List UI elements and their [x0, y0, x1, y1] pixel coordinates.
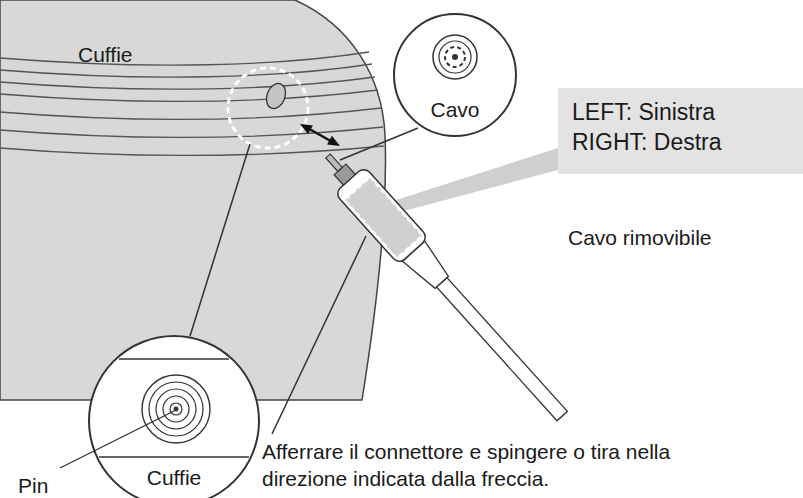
zoom-leader: [190, 144, 250, 336]
jack-hole: [263, 81, 289, 112]
cable-connector: [313, 143, 577, 430]
instruction-note: Afferrare il connettore e spingere o tir…: [262, 438, 672, 493]
part-name: Cavo rimovibile: [568, 224, 712, 251]
node-text: Cuffie: [78, 42, 132, 67]
node-text: LEFT: Sinistra: [572, 98, 789, 128]
side-tag: LEFT: SinistraRIGHT: Destra: [558, 88, 803, 174]
part-name: Pin: [18, 472, 48, 498]
jack-highlight: [228, 68, 308, 148]
node-text: Cuffie: [90, 465, 258, 490]
zoom-circle: Cuffie: [88, 335, 260, 498]
double-arrow: [300, 124, 340, 146]
cup-ridges: [0, 52, 384, 155]
node-text: RIGHT: Destra: [572, 128, 789, 158]
tag-leader: [396, 148, 558, 212]
zoom-leader: [340, 128, 418, 160]
headphone-cup: Cuffie: [0, 0, 380, 330]
caption-leader: [272, 236, 366, 434]
node-text: Cavo: [395, 97, 515, 122]
zoom-circle: Cavo: [393, 13, 517, 137]
